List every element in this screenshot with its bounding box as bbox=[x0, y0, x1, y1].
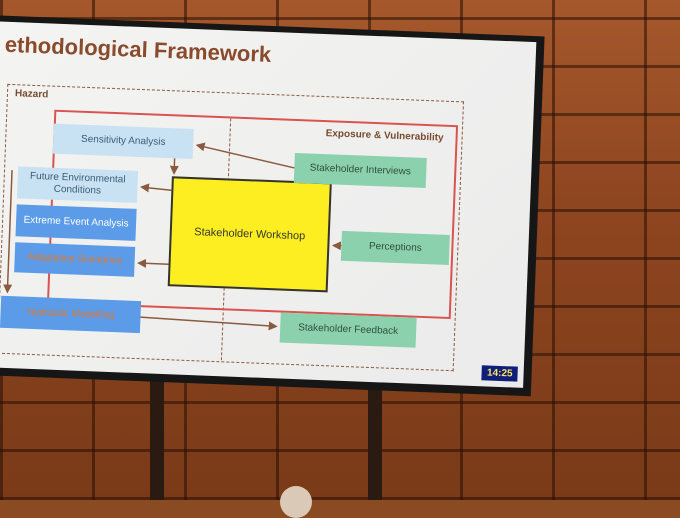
stand-post-right bbox=[368, 380, 382, 500]
presentation-slide: ethodological Framework Hazard Exposure … bbox=[0, 20, 536, 388]
stand-post-left bbox=[150, 380, 164, 500]
connector-arrows bbox=[0, 20, 536, 388]
clock-badge: 14:25 bbox=[482, 365, 518, 381]
projection-screen: ethodological Framework Hazard Exposure … bbox=[0, 14, 545, 396]
audience-head bbox=[280, 486, 312, 518]
